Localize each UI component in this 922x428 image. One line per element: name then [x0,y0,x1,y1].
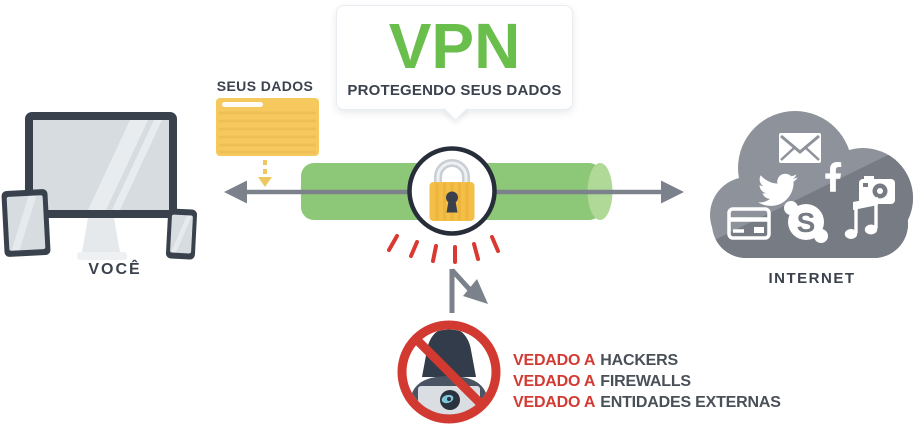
monitor-icon [25,112,177,260]
data-document-icon [216,98,319,156]
vpn-subtitle: PROTEGENDO SEUS DADOS [347,81,562,99]
left-arrow-icon [224,180,247,204]
internet-cloud: S [710,111,913,258]
padlock-icon [407,146,497,236]
blocked-target: HACKERS [600,352,678,369]
down-arrow-icon [258,160,272,187]
smartphone-icon [165,208,198,260]
mail-icon [779,133,821,163]
internet-label: INTERNET [768,270,856,287]
blocked-prefix: VEDADO A [513,352,596,369]
music-note-icon [844,197,878,239]
blocked-prefix: VEDADO A [513,373,596,390]
your-data-label: SEUS DADOS [216,78,314,94]
right-arrow-icon [661,180,684,204]
deflected-arrow-icon [449,268,488,313]
blocked-prefix: VEDADO A [513,394,596,411]
no-hacker-icon [397,320,501,424]
blocked-target: FIREWALLS [600,373,691,390]
facebook-icon [825,162,842,192]
tablet-icon [1,189,51,257]
twitter-icon [758,173,798,206]
vpn-card: VPN PROTEGENDO SEUS DADOS [336,5,573,121]
you-label: VOCÊ [88,261,142,278]
skype-icon: S [784,201,828,243]
camera-icon [859,176,895,204]
credit-card-icon [727,207,771,240]
skype-letter: S [797,207,816,238]
vpn-title: VPN [388,9,521,82]
blocked-target: ENTIDADES EXTERNAS [600,394,781,411]
alert-rays-icon [387,234,500,264]
